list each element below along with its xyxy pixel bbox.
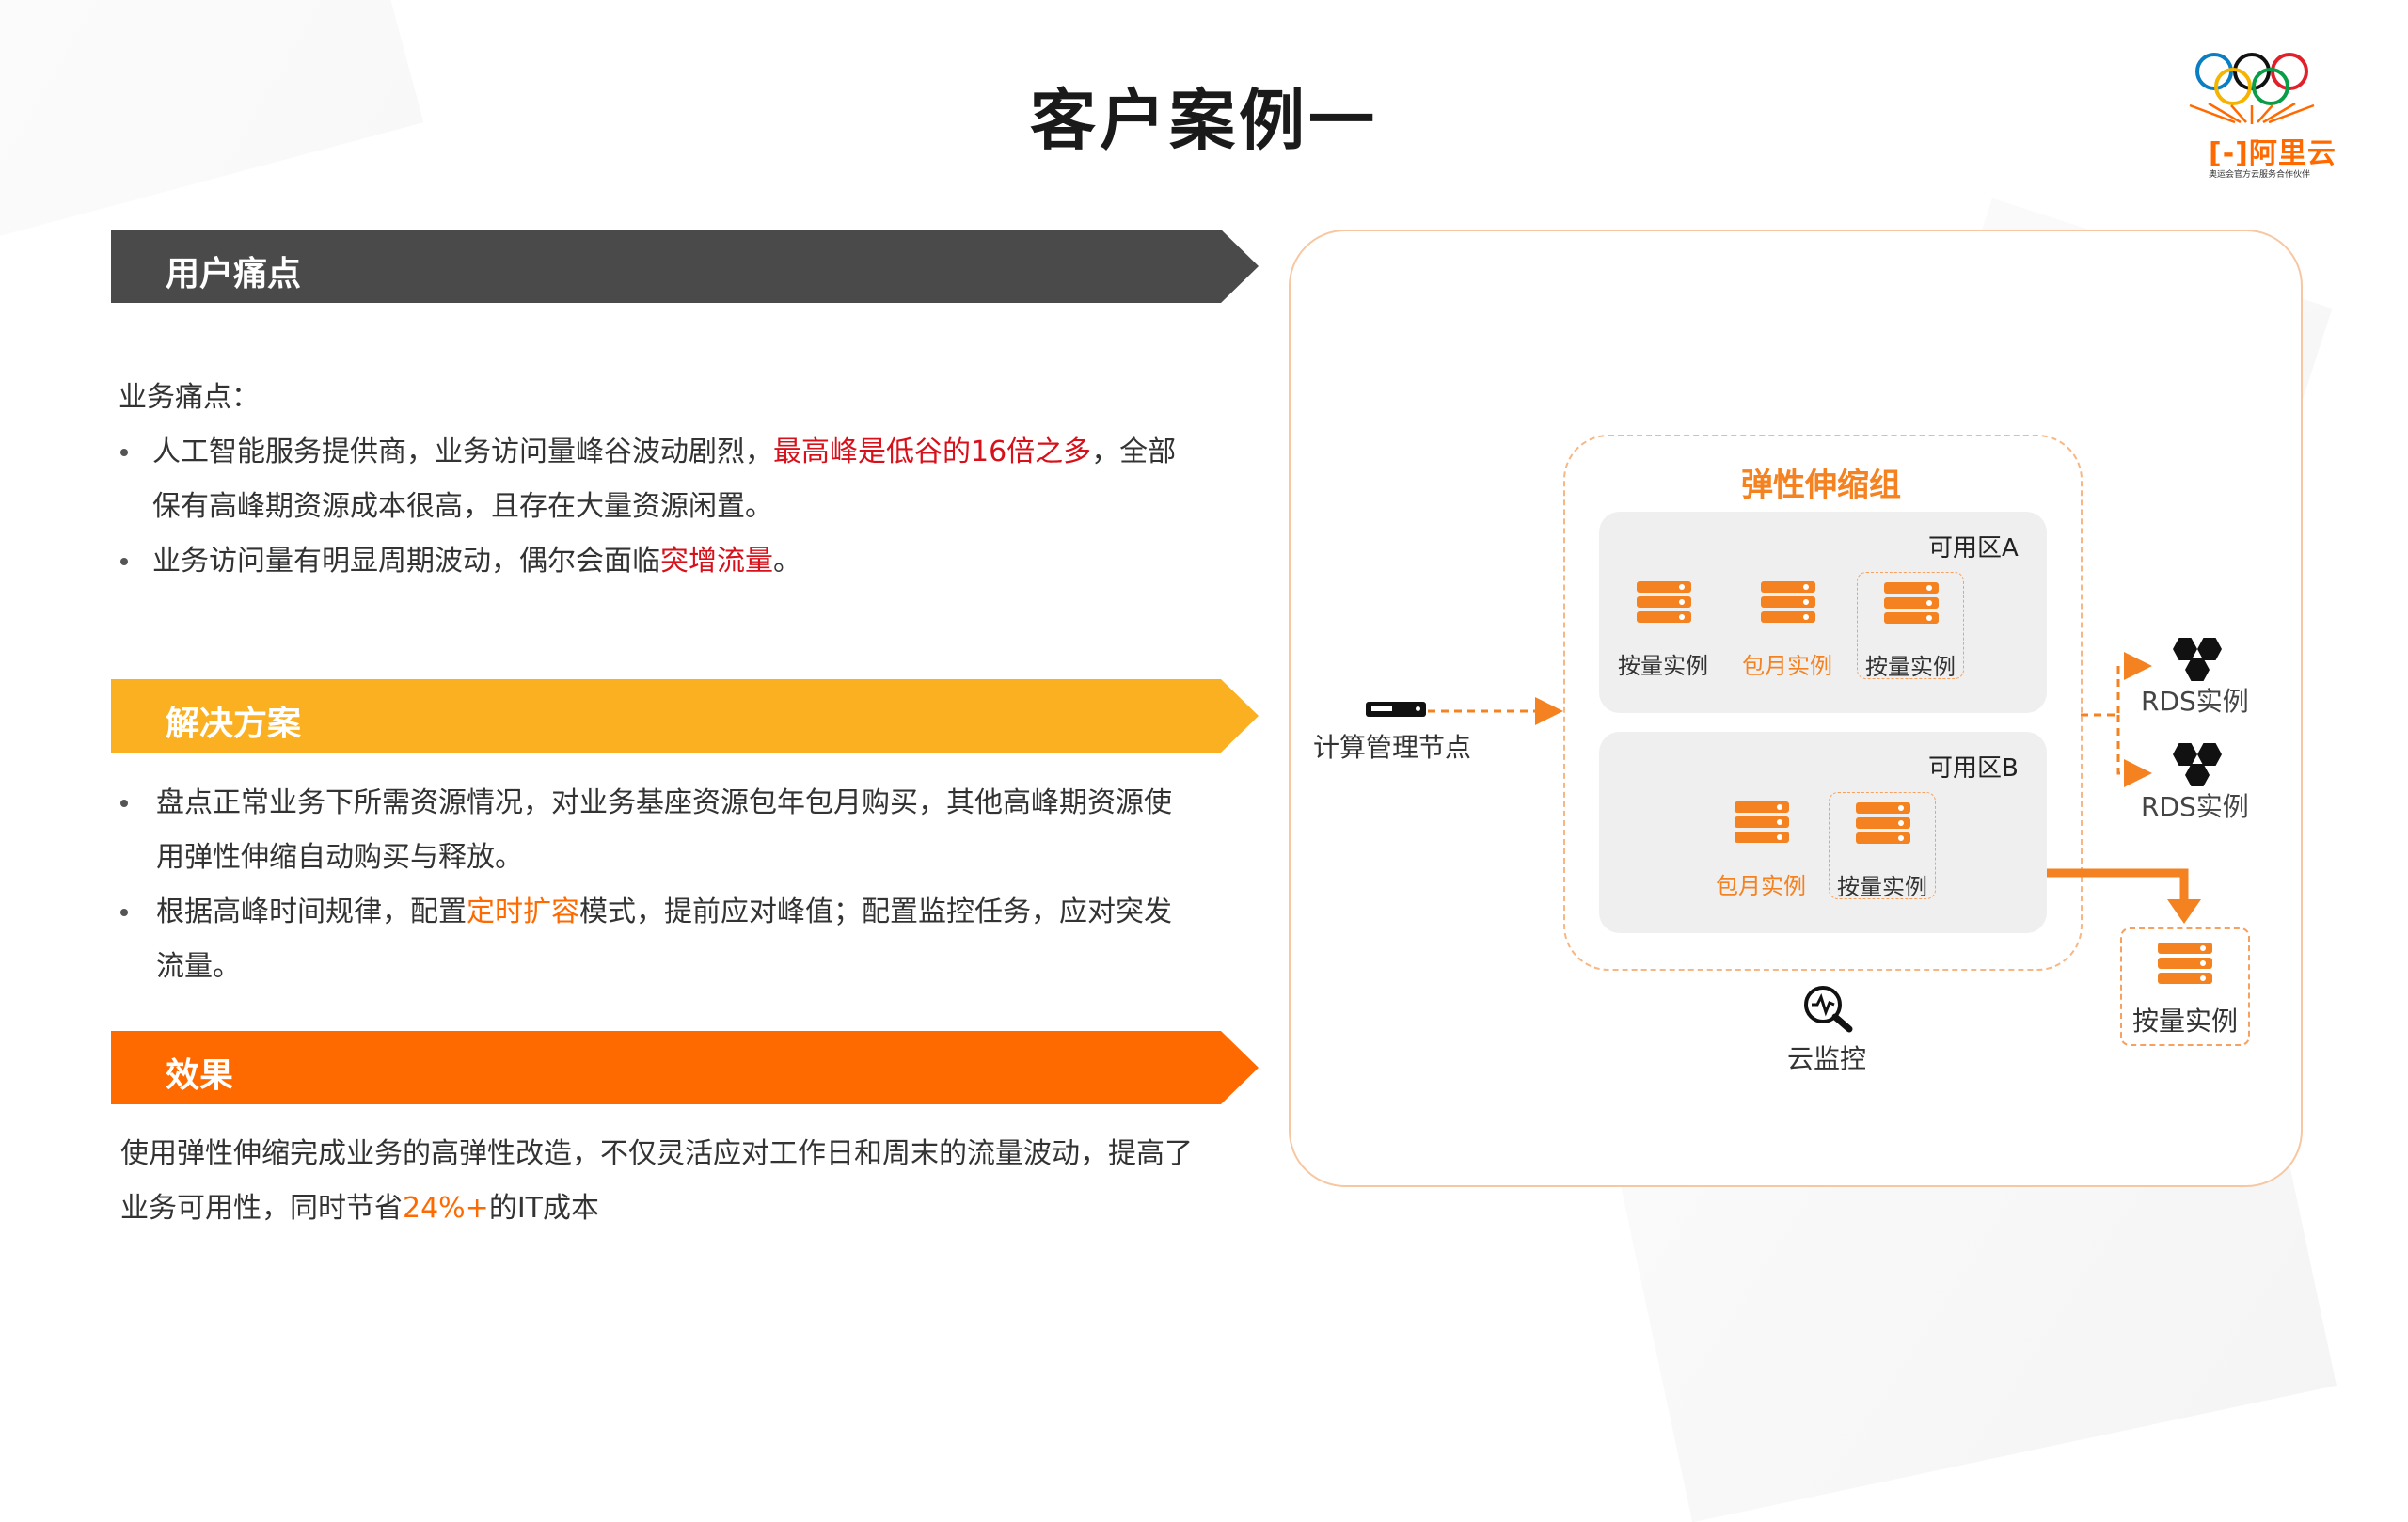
brand-logo: [-]阿里云 奥运会官方云服务合作伙伴	[2180, 47, 2359, 188]
instance-label: 按量实例	[1618, 653, 1708, 679]
pain-bullet-1: 人工智能服务提供商，业务访问量峰谷波动剧烈，最高峰是低谷的16倍之多，全部	[152, 436, 1177, 468]
connectors	[1428, 652, 2201, 924]
effect-heading: 效果	[166, 1056, 234, 1095]
zone-b-label: 可用区B	[1928, 754, 2019, 783]
instance-subscription: 包月实例	[1735, 572, 1840, 679]
rds-label: RDS实例	[2141, 686, 2249, 717]
pain-highlight-surge: 突增流量	[660, 545, 773, 578]
auto-scaling-group	[1563, 435, 2083, 971]
zone-b	[1599, 732, 2047, 933]
rds-icon	[2173, 638, 2224, 683]
instance-payg-scaled: 按量实例	[1829, 792, 1936, 900]
rds-icon	[2173, 743, 2224, 788]
solution-bullet-1-cont: 用弹性伸缩自动购买与释放。	[156, 841, 523, 874]
mgmt-node-label: 计算管理节点	[1313, 732, 1472, 763]
instance-label: 包月实例	[1742, 653, 1832, 679]
instance-label: 按量实例	[1865, 654, 1956, 680]
cloud-monitor-icon	[1804, 986, 1853, 1033]
effect-highlight-savings: 24%+	[403, 1192, 489, 1225]
server-node-icon	[1366, 702, 1426, 717]
effect-banner: 效果	[111, 1031, 1259, 1104]
effect-line-1: 使用弹性伸缩完成业务的高弹性改造，不仅灵活应对工作日和周末的流量波动，提高了	[120, 1137, 1193, 1170]
effect-line-2: 业务可用性，同时节省24%+的IT成本	[120, 1192, 600, 1225]
solution-highlight-schedule: 定时扩容	[467, 896, 579, 928]
instance-label: 按量实例	[1837, 874, 1927, 900]
pain-bullet-2: 业务访问量有明显周期波动，偶尔会面临突增流量。	[152, 545, 801, 578]
solution-banner: 解决方案	[111, 679, 1259, 753]
bullet-dot	[120, 449, 128, 456]
pain-bullet-1-cont: 保有高峰期资源成本很高，且存在大量资源闲置。	[152, 490, 773, 523]
instance-label: 按量实例	[2131, 1006, 2238, 1037]
bullet-dot	[120, 800, 128, 807]
instance-payg: 按量实例	[1610, 572, 1716, 679]
instance-payg-scaled: 按量实例	[1857, 572, 1964, 680]
pain-intro: 业务痛点：	[119, 381, 260, 414]
solution-bullet-2-cont: 流量。	[156, 950, 241, 983]
zone-a-label: 可用区A	[1928, 534, 2019, 563]
solution-heading: 解决方案	[166, 705, 302, 743]
bullet-dot	[120, 558, 128, 565]
cloud-monitor-label: 云监控	[1787, 1043, 1867, 1074]
pain-highlight-peak: 最高峰是低谷的16倍之多	[773, 436, 1092, 468]
solution-bullet-1: 盘点正常业务下所需资源情况，对业务基座资源包年包月购买，其他高峰期资源使	[156, 786, 1172, 819]
rds-label: RDS实例	[2141, 791, 2249, 822]
brand-name: [-]阿里云	[2209, 137, 2337, 170]
scaled-out-instance: 按量实例	[2120, 927, 2250, 1046]
bullet-dot	[120, 909, 128, 916]
pain-points-banner: 用户痛点	[111, 230, 1259, 303]
pain-points-heading: 用户痛点	[166, 255, 302, 293]
brand-slogan: 奥运会官方云服务合作伙伴	[2209, 170, 2311, 180]
auto-scaling-group-title: 弹性伸缩组	[1741, 467, 1901, 504]
olympic-rings-icon	[2189, 53, 2315, 124]
solution-bullet-2: 根据高峰时间规律，配置定时扩容模式，提前应对峰值；配置监控任务，应对突发	[156, 896, 1172, 928]
page-title: 客户案例一	[1030, 82, 1378, 159]
instance-subscription: 包月实例	[1708, 792, 1814, 899]
instance-label: 包月实例	[1716, 873, 1806, 899]
